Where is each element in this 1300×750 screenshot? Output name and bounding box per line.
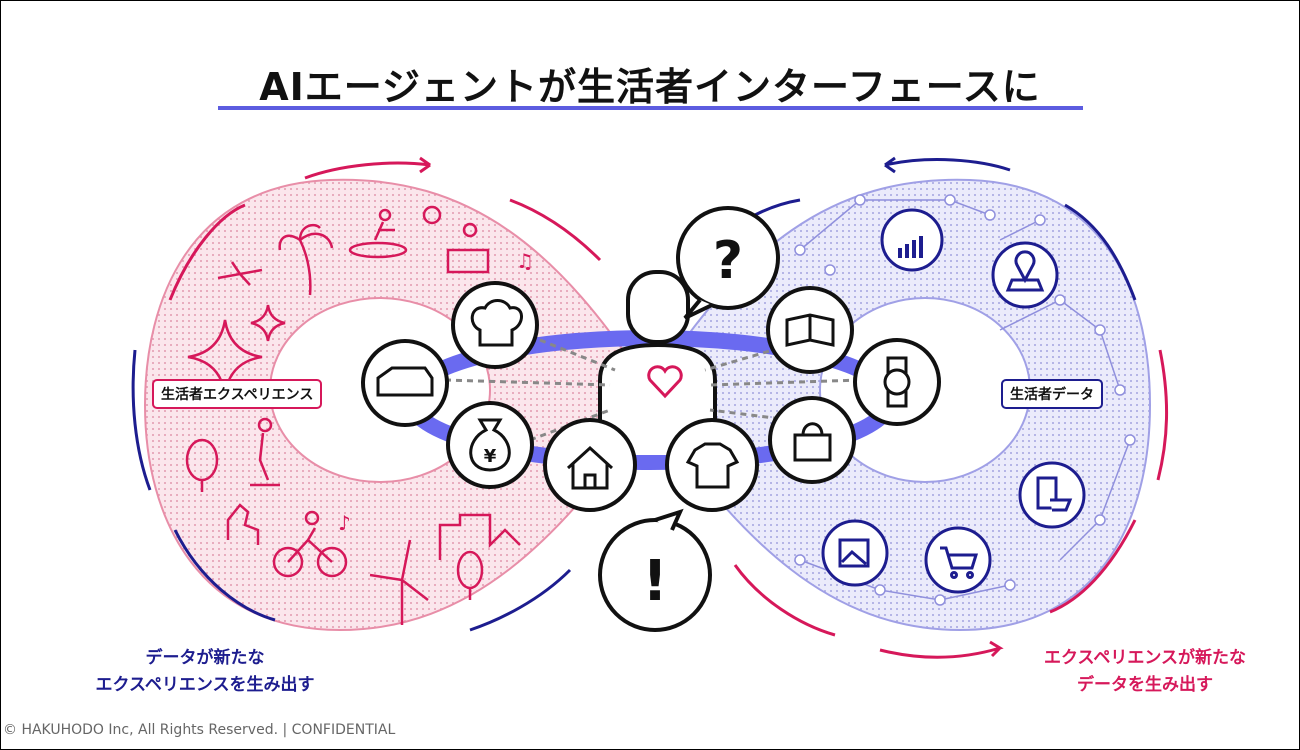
phone-cart-icon xyxy=(1018,461,1086,529)
experience-label: 生活者エクスペリエンス xyxy=(152,379,323,409)
money-bag-icon: ¥ xyxy=(446,401,534,489)
arrow-blue-left xyxy=(131,349,152,491)
wind-turbine-icon xyxy=(369,539,429,625)
shirt-icon xyxy=(665,418,759,512)
caption-line: データが新たな xyxy=(145,648,265,668)
arrow-pink-bottom-right xyxy=(1049,519,1137,614)
caption-line: データを生み出す xyxy=(1077,675,1213,695)
caption-line: エクスペリエンスを生み出す xyxy=(95,675,315,695)
caption-experience-creates-data: エクスペリエンスが新たな データを生み出す xyxy=(1000,645,1290,699)
airplane-icon xyxy=(217,261,263,286)
chef-hat-icon xyxy=(451,281,539,369)
tree-icon xyxy=(185,438,219,492)
arrow-blue-bottom-left xyxy=(173,529,276,622)
data-label: 生活者データ xyxy=(1001,379,1103,409)
skateboarder-icon xyxy=(250,417,280,487)
title-underline xyxy=(218,106,1083,110)
car-icon xyxy=(361,339,449,427)
sun-icon xyxy=(422,205,442,225)
arrow-blue-right xyxy=(1064,203,1137,301)
dj-icon xyxy=(446,222,490,274)
bar-chart-icon xyxy=(880,208,944,272)
arrow-blue-top-right xyxy=(884,156,1011,174)
watch-icon xyxy=(853,338,941,426)
cycle-arrows xyxy=(131,156,1169,659)
yen-symbol: ¥ xyxy=(484,446,497,467)
agent-icons: ¥ xyxy=(361,206,941,632)
arrow-blue-bottom xyxy=(469,568,572,632)
data-network xyxy=(794,194,1136,606)
caption-data-creates-experience: データが新たな エクスペリエンスを生み出す xyxy=(60,645,350,699)
arrow-pink-top-left xyxy=(168,203,246,301)
arrow-pink-top xyxy=(304,156,431,180)
arrow-pink-top-right xyxy=(509,198,602,262)
arrow-pink-bottom2 xyxy=(879,640,1004,659)
palm-tree-icon xyxy=(278,223,334,296)
shopping-bag-icon xyxy=(768,396,856,484)
image-icon xyxy=(821,519,889,587)
copyright-footer: © HAKUHODO Inc, All Rights Reserved. | C… xyxy=(3,722,396,738)
page-title: AIエージェントが生活者インターフェースに xyxy=(259,65,1041,109)
book-icon xyxy=(766,286,854,374)
music-note-icon-2: ♪ xyxy=(338,511,351,535)
city-icon xyxy=(438,513,521,600)
house-icon xyxy=(543,418,637,512)
exclamation-bubble xyxy=(598,508,712,632)
data-icons xyxy=(821,208,1086,594)
surfer-icon xyxy=(348,208,408,259)
question-bubble xyxy=(676,206,780,320)
caption-line: エクスペリエンスが新たな xyxy=(1044,648,1246,668)
heart-icon xyxy=(647,365,683,399)
cart-icon xyxy=(924,526,992,594)
map-pin-icon xyxy=(991,241,1059,309)
music-note-icon: ♫ xyxy=(516,249,534,273)
sparkle-small-icon xyxy=(250,304,286,342)
dog-icon xyxy=(226,503,260,545)
arrow-pink-right xyxy=(1156,349,1169,481)
arrow-pink-bottom xyxy=(733,564,836,637)
cyclist-icon xyxy=(272,510,348,578)
exclamation-mark: ! xyxy=(642,549,668,614)
question-mark: ? xyxy=(713,231,743,291)
